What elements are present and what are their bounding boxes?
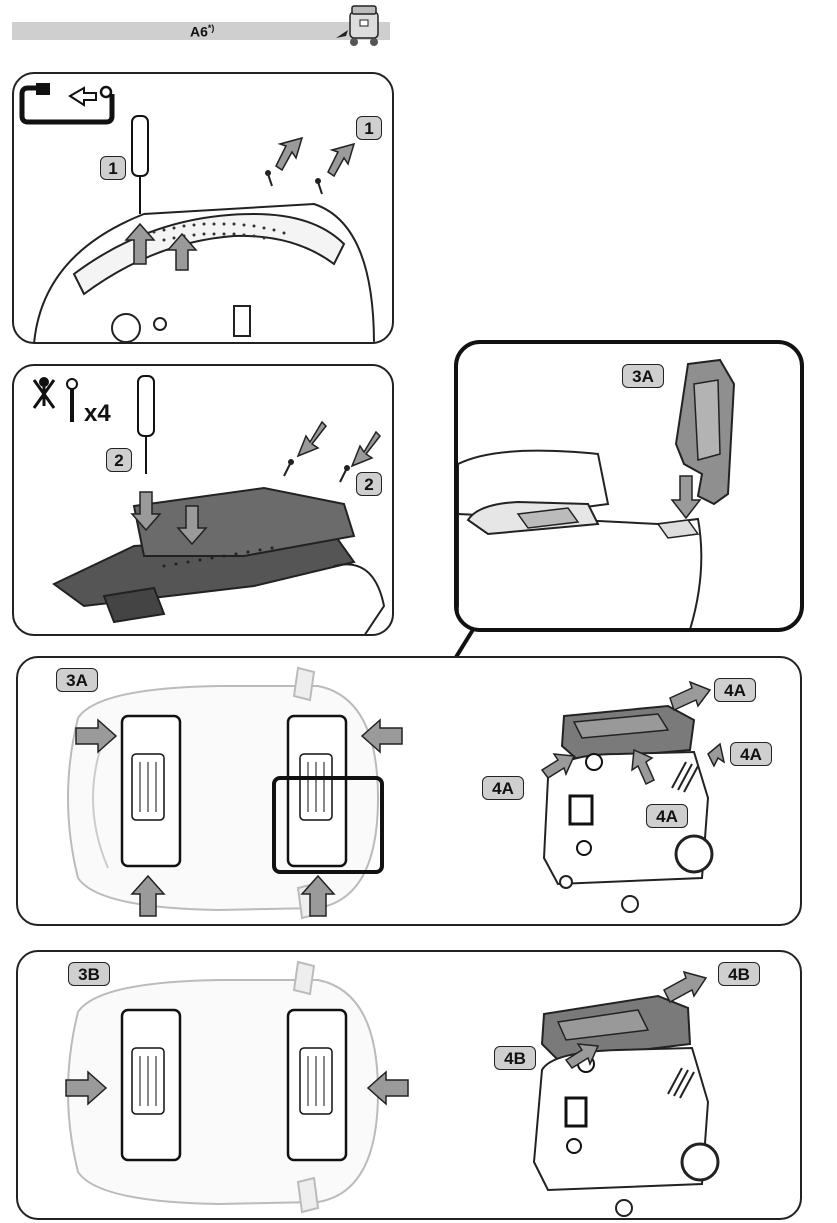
detail-label-3a: 3A [622,364,664,388]
step-badge-right: 1 [356,116,382,140]
step-badge-left: 1 [100,156,126,180]
step-badge-right: 2 [356,472,382,496]
vacuum-thumbnail-icon [336,5,379,46]
top-view-and-machine-4b-illustration [65,960,720,1217]
step-panel-attach-adapter: x4 2 2 [12,364,394,636]
label-3a: 3A [56,668,98,692]
step-panel-3b-4b: 3B 4B 4B [16,950,802,1220]
step-panel-unplug-remove-handle: 1 1 [12,72,394,344]
section-title: A6*) [190,23,214,40]
top-view-and-machine-4a-illustration [67,666,726,920]
section-title-footnote: *) [207,23,215,33]
label-4b-top: 4B [718,962,760,986]
label-4a-center: 4A [646,804,688,828]
adapter-plate-illustration [32,375,386,634]
header-bar [12,22,390,40]
vacuum-top-handle-illustration [19,83,375,342]
step-panel-3a-4a: 3A 4A 4A 4A 4A [16,656,802,926]
label-4b-left: 4B [494,1046,536,1070]
label-4a-right: 4A [730,742,772,766]
label-4a-left: 4A [482,776,524,800]
label-4a-top: 4A [714,678,756,702]
quantity-label: x4 [84,400,111,427]
bracket-detail-illustration [458,358,736,628]
detail-panel-3a: 3A [454,340,804,632]
step-badge-left: 2 [106,448,132,472]
label-3b: 3B [68,962,110,986]
section-title-text: A6 [190,23,208,40]
